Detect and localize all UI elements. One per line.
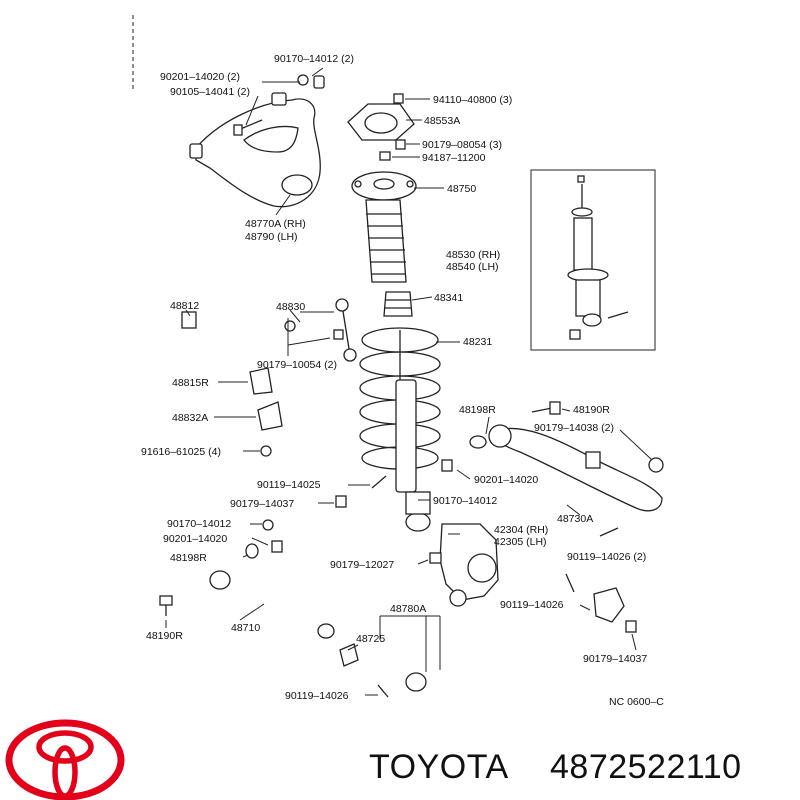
brand-name: TOYOTA (369, 748, 509, 786)
label-90179-14038: 90179–14038 (2) (534, 422, 614, 434)
label-90170-14012-low: 90170–14012 (167, 518, 231, 530)
washer-90201-14020-low (271, 540, 283, 553)
nut-90179-08054 (395, 139, 406, 150)
bushing-48815R (249, 367, 273, 395)
label-90170-14012-top: 90170–14012 (2) (274, 53, 354, 65)
label-90119-14026-2: 90119–14026 (2) (567, 551, 646, 563)
leader-lines (165, 67, 653, 696)
upper-control-arm (189, 92, 321, 208)
label-48198R-right: 48198R (459, 404, 496, 416)
nut-90170-14012-low (262, 519, 274, 531)
nut-90179-14037-right (625, 620, 637, 633)
nut-90179-14037-left (335, 495, 347, 508)
bolt-90119-14026-right (565, 573, 575, 593)
nut-90170-14012 (297, 74, 309, 86)
lower-arm-48780A (405, 587, 625, 692)
arm-48710 (209, 570, 335, 639)
toyota-logo (5, 719, 125, 800)
label-42305: 42305 (LH) (494, 536, 547, 548)
label-48830: 48830 (276, 301, 305, 313)
shock-absorber-body (395, 330, 431, 532)
label-90179-12027: 90179–12027 (330, 559, 394, 571)
part-number: 4872522110 (550, 748, 742, 786)
bushing-48198R-left (245, 543, 259, 559)
label-48770A: 48770A (RH) (245, 218, 306, 230)
label-nc-0600-c: NC 0600–C (609, 696, 664, 708)
label-90105-14041: 90105–14041 (2) (170, 86, 250, 98)
label-94187-11200: 94187–11200 (422, 152, 486, 164)
label-94110-40800: 94110–40800 (3) (433, 94, 512, 106)
label-90179-08054: 90179–08054 (3) (422, 139, 502, 151)
mount-48750 (351, 171, 417, 201)
washer-90201-14020-mid (441, 459, 453, 472)
label-48832A: 48832A (172, 412, 208, 424)
label-48231: 48231 (463, 336, 492, 348)
label-90201-14020-mid: 90201–14020 (474, 474, 538, 486)
label-48553A: 48553A (424, 115, 460, 127)
label-90201-14020-low: 90201–14020 (163, 533, 227, 545)
stabilizer-bar-48812 (143, 309, 296, 353)
label-48790: 48790 (LH) (245, 231, 298, 243)
bracket-48832A (257, 401, 283, 431)
carrier-42304 (429, 523, 499, 607)
part-labels: 90170–14012 (2) 90201–14020 (2) 90105–14… (141, 53, 664, 708)
label-90201-14020-top: 90201–14020 (2) (160, 71, 240, 83)
nut-94187-11200 (379, 151, 391, 161)
label-91616-61025: 91616–61025 (4) (141, 446, 221, 458)
label-42304: 42304 (RH) (494, 524, 548, 536)
label-48815R: 48815R (172, 377, 209, 389)
bolt-91616-61025 (260, 445, 272, 457)
washer-90201-14020 (313, 75, 325, 89)
upper-support-48553A (347, 103, 415, 141)
label-90119-14026-right: 90119–14026 (500, 599, 564, 611)
bolt-48190R-left (159, 595, 173, 616)
nut-94110-40800 (393, 93, 404, 104)
label-90179-14037-left: 90179–14037 (230, 498, 294, 510)
label-48530: 48530 (RH) (446, 249, 500, 261)
label-48780A: 48780A (390, 603, 426, 615)
bushing-48198R-right (469, 435, 487, 449)
bushing-48725 (339, 643, 359, 667)
label-48812: 48812 (170, 300, 199, 312)
label-90119-14026-bottom: 90119–14026 (285, 690, 349, 702)
label-48710: 48710 (231, 622, 260, 634)
dust-boot-48750 (365, 199, 407, 283)
label-90179-14037-right: 90179–14037 (583, 653, 647, 665)
bolt-90119-14026-bottom (377, 684, 389, 698)
bolt-48190R-right (531, 401, 561, 415)
bolt-90119-14026-2 (599, 527, 619, 537)
shock-absorber-inset (530, 169, 656, 351)
bolt-90119-14025 (371, 475, 387, 489)
label-48190R-right: 48190R (573, 404, 610, 416)
bolt-90105-14041 (233, 119, 263, 136)
label-48750: 48750 (447, 183, 476, 195)
label-90179-10054: 90179–10054 (2) (257, 359, 337, 371)
label-48341: 48341 (434, 292, 463, 304)
label-48198R-left: 48198R (170, 552, 207, 564)
lower-arm-48730A (488, 424, 664, 512)
label-48190R-left: 48190R (146, 630, 183, 642)
label-90119-14025: 90119–14025 (257, 479, 321, 491)
label-48725: 48725 (356, 633, 385, 645)
stabilizer-link-48830 (335, 298, 357, 362)
bump-stopper-48341 (383, 291, 413, 317)
nut-90179-10054 (333, 329, 344, 340)
label-48730A: 48730A (557, 513, 593, 525)
label-48540: 48540 (LH) (446, 261, 499, 273)
label-90170-14012-mid: 90170–14012 (433, 495, 497, 507)
